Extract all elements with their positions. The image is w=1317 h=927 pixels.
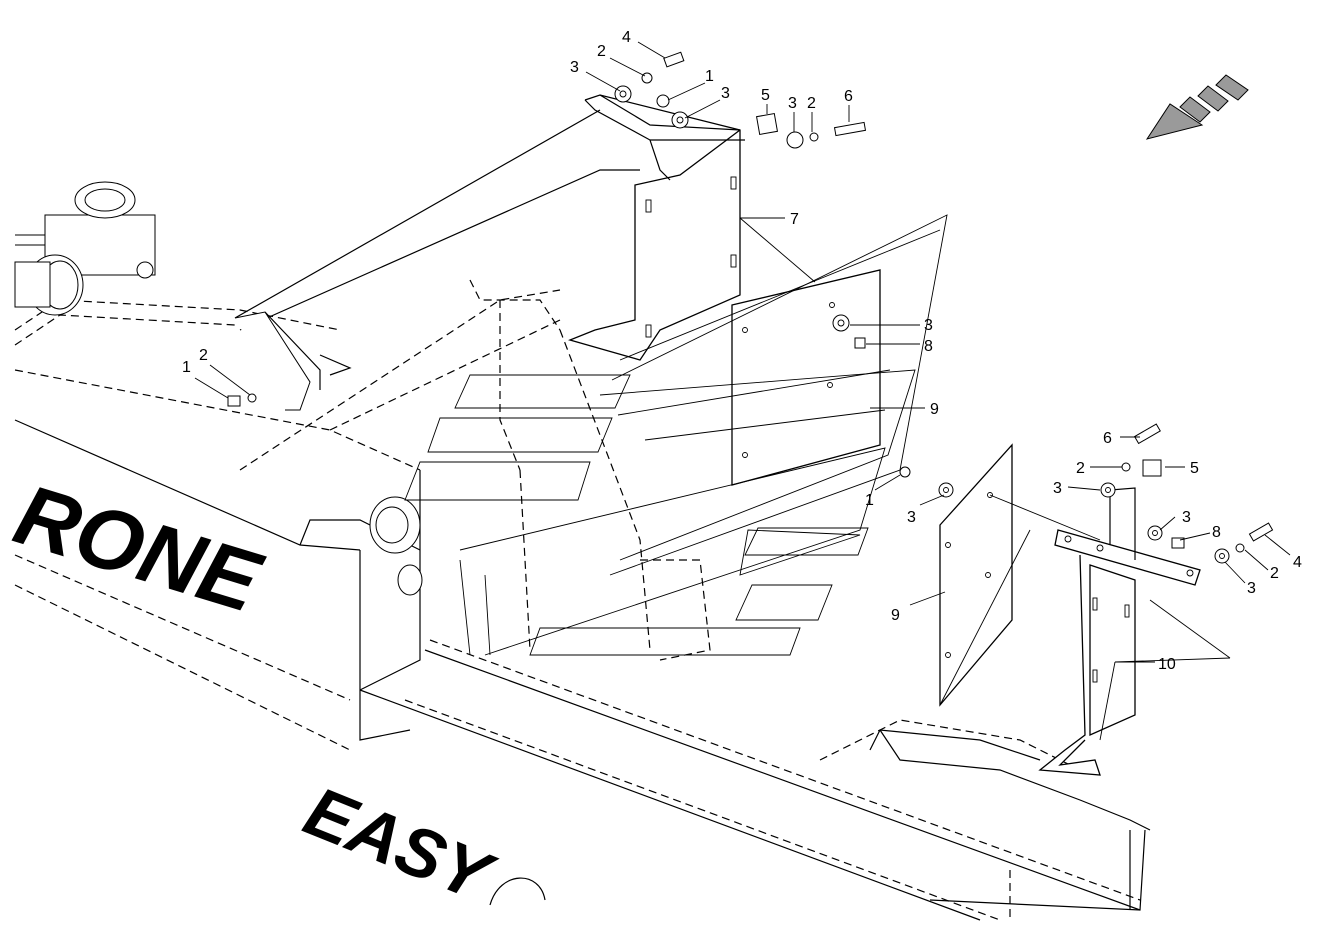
callout-right-2: 2: [1076, 460, 1085, 477]
callout-left-1: 1: [182, 359, 191, 376]
callout-top-3b: 3: [721, 85, 730, 102]
brand-logo-swirl: [489, 877, 546, 906]
callout-mid-9: 9: [930, 401, 939, 418]
shield-bracket-10: [1038, 487, 1201, 776]
callout-right-9: 9: [891, 607, 900, 624]
callout-top-3c: 3: [788, 95, 797, 112]
callout-right-8: 8: [1212, 524, 1221, 541]
callout-right-1: 1: [865, 492, 874, 509]
callout-right-5: 5: [1190, 460, 1199, 477]
left-support-arm: [234, 109, 640, 411]
callout-right-6: 6: [1103, 430, 1112, 447]
guard-outline-panels: [404, 214, 948, 656]
callout-top-5: 5: [761, 87, 770, 104]
leader-lines: [194, 41, 1291, 741]
gearbox-assembly: [14, 181, 156, 316]
callout-7: 7: [790, 211, 799, 228]
callout-top-2b: 2: [807, 95, 816, 112]
callout-mid-8: 8: [924, 338, 933, 355]
brand-text-rone: RONE: [4, 466, 272, 631]
callout-right-2b: 2: [1270, 565, 1279, 582]
shield-bracket-7: [567, 94, 745, 361]
callout-top-2: 2: [597, 43, 606, 60]
callout-right-3a: 3: [1053, 480, 1062, 497]
callout-left-2: 2: [199, 347, 208, 364]
direction-arrow-icon: [1145, 74, 1249, 140]
callout-right-3b: 3: [907, 509, 916, 526]
callout-numbers: 4 2 3 1 3 5 3 2 6 7 3 8 9 1 2 6 2 5 3 1 …: [182, 29, 1302, 673]
callout-top-6: 6: [844, 88, 853, 105]
rotor-hub: [369, 496, 423, 596]
brand-text-easy: EASY: [294, 772, 505, 918]
callout-top-1: 1: [705, 68, 714, 85]
callout-right-10: 10: [1158, 656, 1176, 673]
shield-panel-9-middle: [731, 269, 881, 486]
callout-right-3c: 3: [1182, 509, 1191, 526]
callout-right-3d: 3: [1247, 580, 1256, 597]
callout-mid-3: 3: [924, 317, 933, 334]
callout-top-3a: 3: [570, 59, 579, 76]
shield-panel-9-lower: [939, 443, 1013, 707]
callout-right-4: 4: [1293, 554, 1302, 571]
callout-top-4: 4: [622, 29, 631, 46]
